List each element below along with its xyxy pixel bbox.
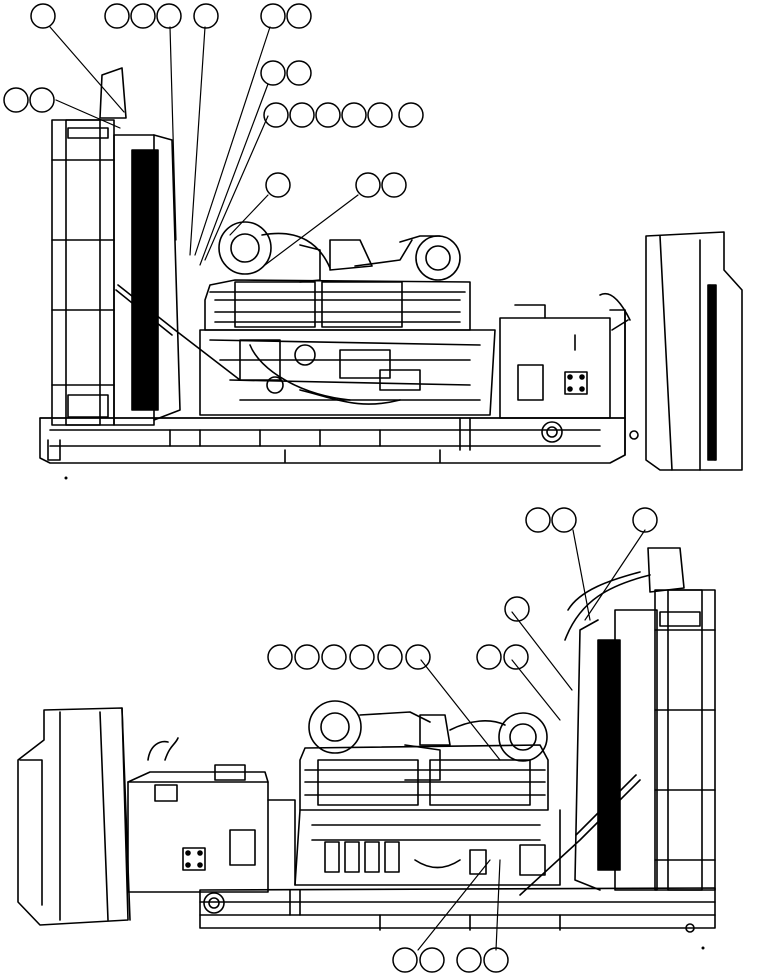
callout-bubble: [405, 644, 431, 670]
top-callout-circles: [3, 3, 424, 198]
callout-bubble: [398, 102, 424, 128]
callout-bubble: [367, 102, 393, 128]
bottom-callout-circles: [267, 507, 658, 973]
callout-bubble: [294, 644, 320, 670]
bottom-view-illustration: [17, 547, 716, 933]
callout-bubble: [321, 644, 347, 670]
bottom-generator: [127, 764, 296, 893]
callout-bubble: [29, 87, 55, 113]
callout-bubble: [30, 3, 56, 29]
callout-bubble: [419, 947, 445, 973]
callout-bubble: [392, 947, 418, 973]
callout-bubble: [381, 172, 407, 198]
callout-bubble: [525, 507, 551, 533]
callout-bubble: [265, 172, 291, 198]
callout-bubble: [632, 507, 658, 533]
bottom-fan-housing: [17, 707, 179, 926]
callout-bubble: [104, 3, 130, 29]
callout-bubble: [286, 60, 312, 86]
reference-dots: [64, 476, 705, 950]
callout-bubble: [260, 60, 286, 86]
callout-bubble: [504, 596, 530, 622]
callout-bubble: [349, 644, 375, 670]
bottom-radiator: [519, 547, 716, 896]
callout-bubble: [267, 644, 293, 670]
top-leader-lines: [49, 26, 359, 266]
callout-bubble: [341, 102, 367, 128]
bottom-skid-frame: [199, 887, 716, 933]
callout-bubble: [286, 3, 312, 29]
top-fan-housing: [624, 231, 743, 471]
top-generator: [499, 293, 631, 419]
bottom-leader-lines: [417, 529, 646, 951]
callout-bubble: [377, 644, 403, 670]
callout-bubble: [355, 172, 381, 198]
bottom-turbochargers: [308, 700, 548, 781]
callout-bubble: [289, 102, 315, 128]
callout-bubble: [503, 644, 529, 670]
top-engine-block: [199, 279, 496, 416]
callout-bubble: [476, 644, 502, 670]
top-turbochargers: [218, 221, 461, 283]
top-radiator: [51, 67, 241, 426]
callout-bubble: [551, 507, 577, 533]
callout-bubble: [260, 3, 286, 29]
callout-bubble: [130, 3, 156, 29]
top-view-illustration: [39, 67, 743, 471]
callout-bubble: [3, 87, 29, 113]
callout-bubble: [263, 102, 289, 128]
callout-bubble: [193, 3, 219, 29]
bottom-engine-block: [294, 744, 561, 886]
callout-bubble: [156, 3, 182, 29]
callout-bubble: [315, 102, 341, 128]
callout-bubble: [456, 947, 482, 973]
callout-bubble: [483, 947, 509, 973]
